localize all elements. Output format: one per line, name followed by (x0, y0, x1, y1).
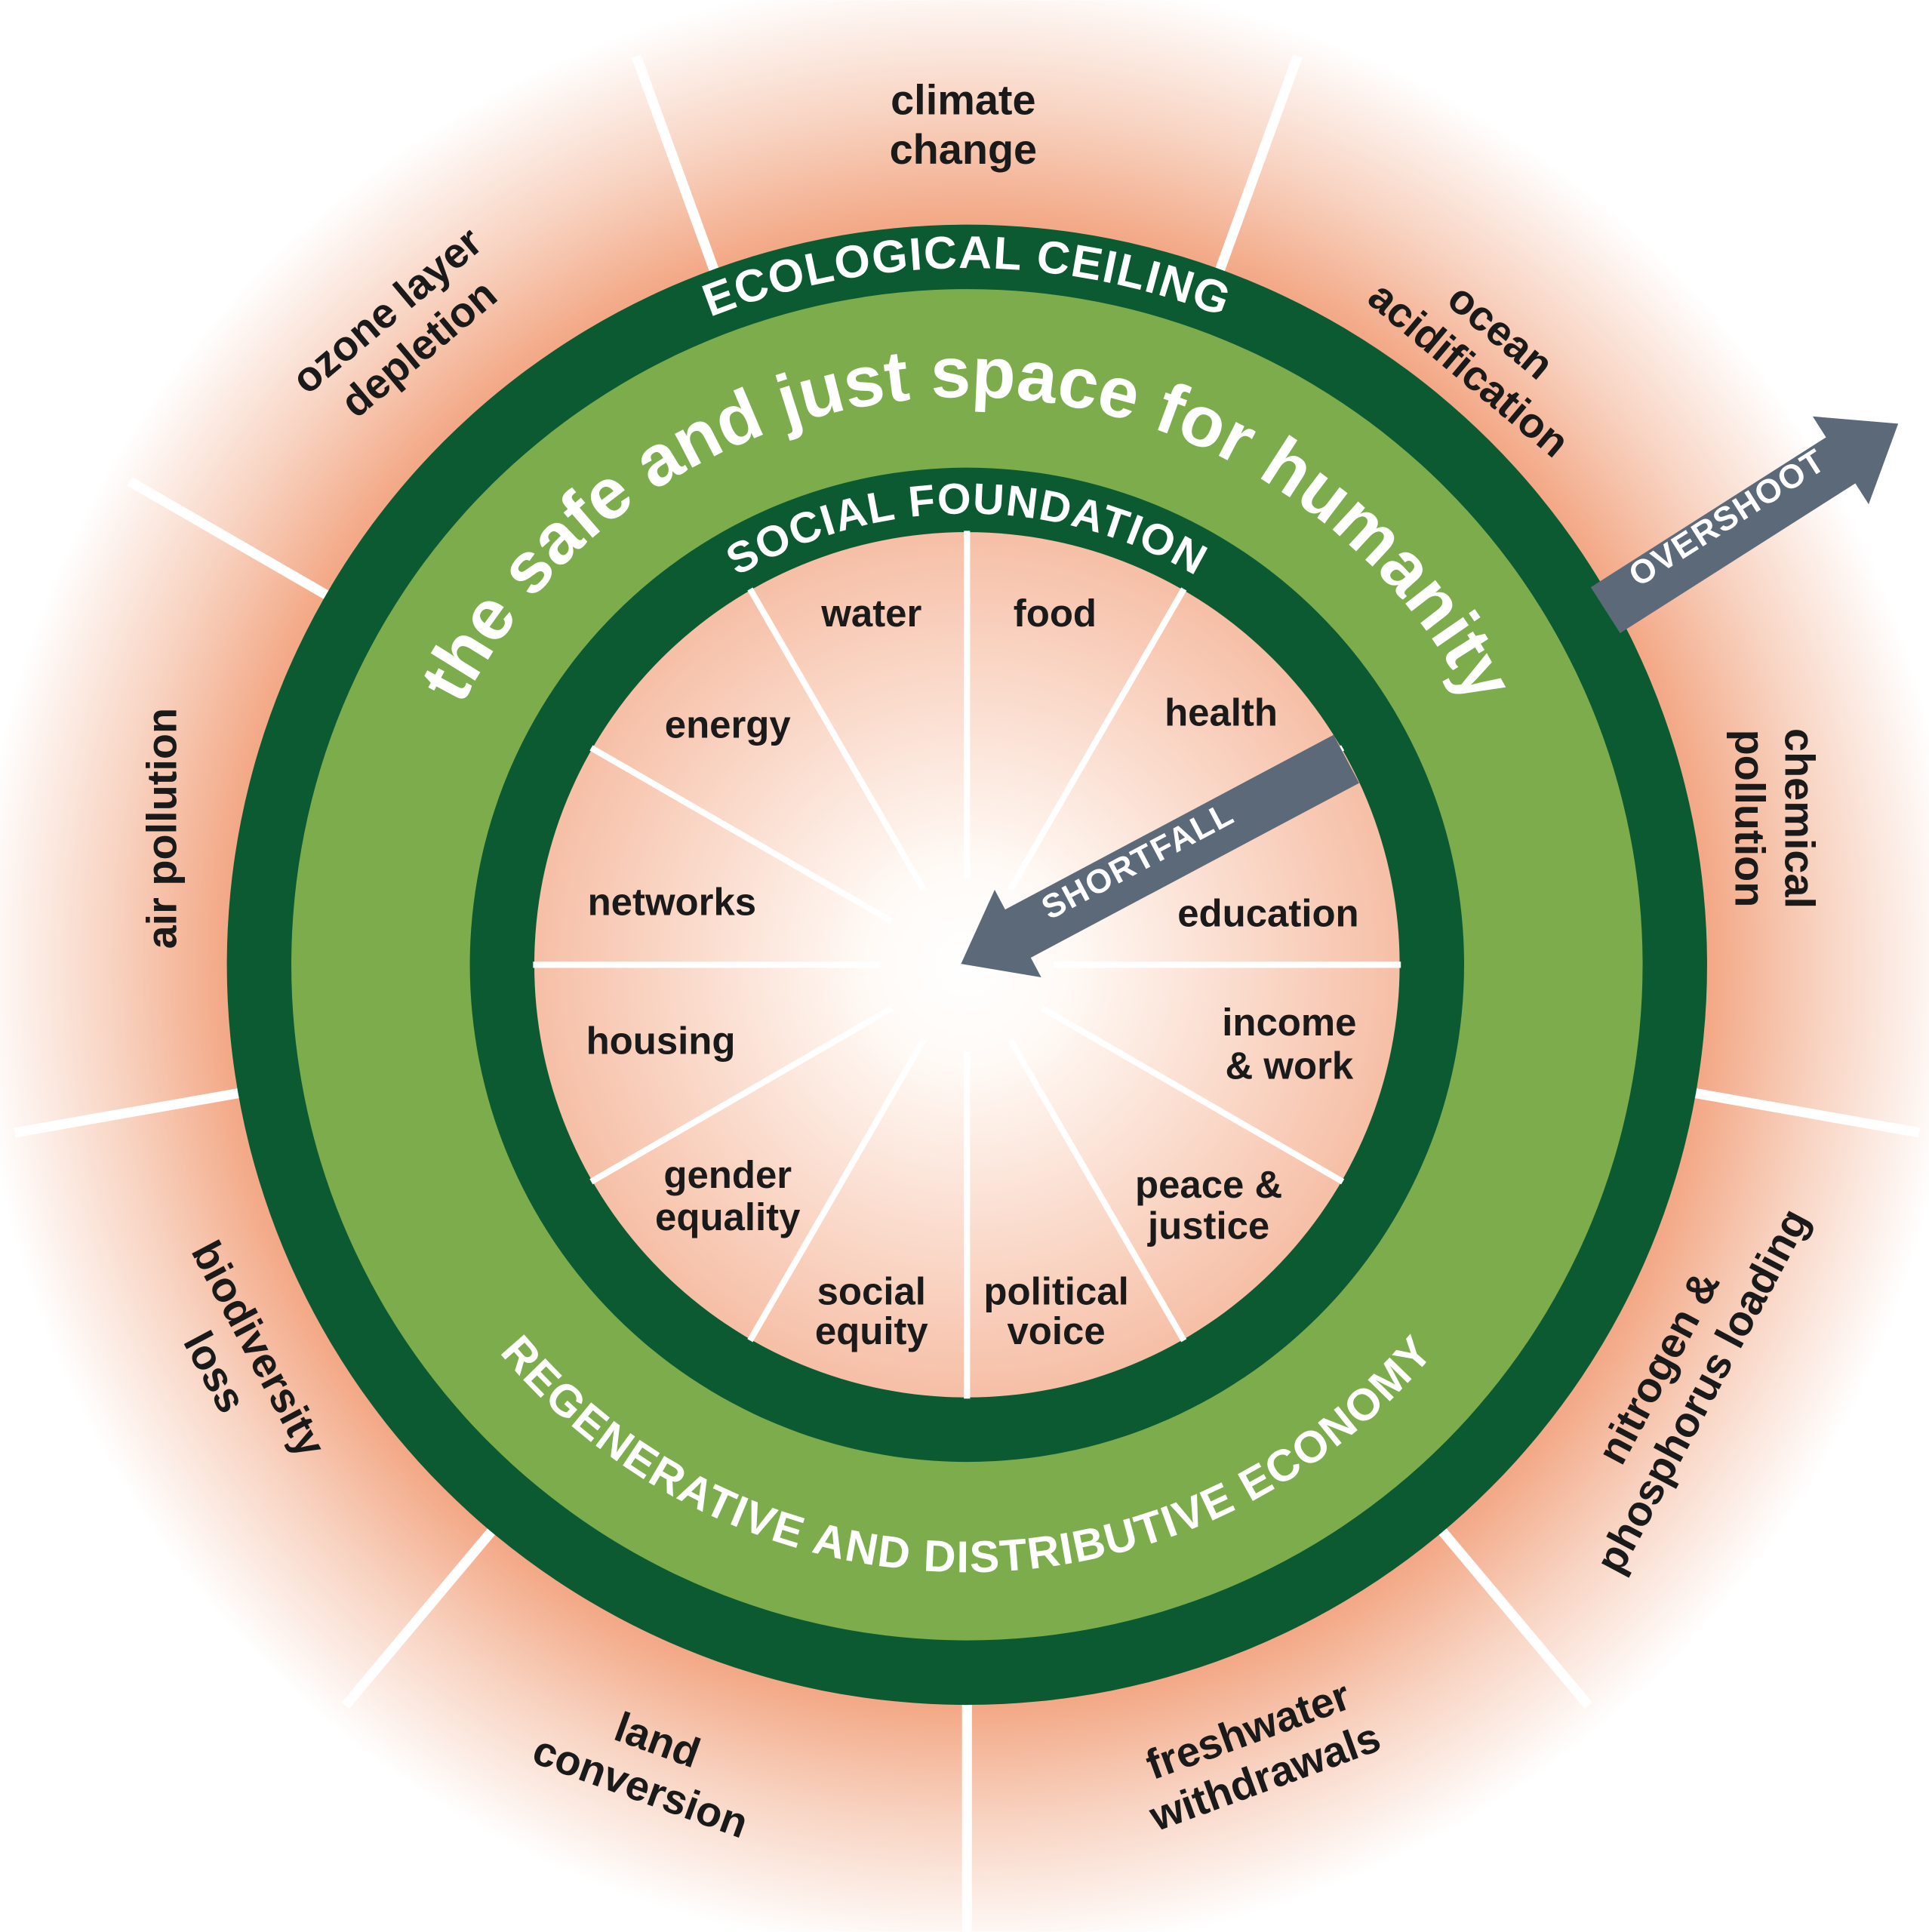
inner-spokes (533, 531, 1401, 1399)
label-networks: networks (588, 881, 757, 924)
ecological-divider (631, 54, 721, 279)
label-education: education (1177, 891, 1358, 934)
label-chemical-pollution: chemicalpollution (1727, 728, 1824, 909)
ecological-divider (14, 1087, 248, 1138)
overshoot-arrow (1590, 416, 1899, 634)
social-divider (1008, 1038, 1187, 1343)
social-divider (1040, 1005, 1345, 1185)
ecological-divider (127, 477, 337, 604)
label-peace-justice: peace &justice (1135, 1163, 1282, 1247)
ecological-divider (341, 1521, 501, 1709)
label-housing: housing (586, 1020, 736, 1063)
label-food: food (1014, 592, 1097, 635)
label-energy: energy (665, 703, 792, 746)
label-health: health (1164, 691, 1278, 734)
social-divider (589, 1005, 894, 1185)
label-water: water (820, 592, 921, 635)
social-divider (1008, 587, 1187, 891)
label-income-work: income& work (1222, 1001, 1356, 1087)
ecological-divider (1212, 54, 1303, 279)
label-air-pollution: air pollution (137, 708, 185, 949)
ecological-divider (1686, 1087, 1921, 1138)
shortfall-arrow (961, 734, 1359, 978)
social-divider (747, 1038, 927, 1343)
social-divider (589, 745, 894, 924)
ecological-divider (1433, 1521, 1592, 1709)
social-divider (747, 587, 927, 891)
